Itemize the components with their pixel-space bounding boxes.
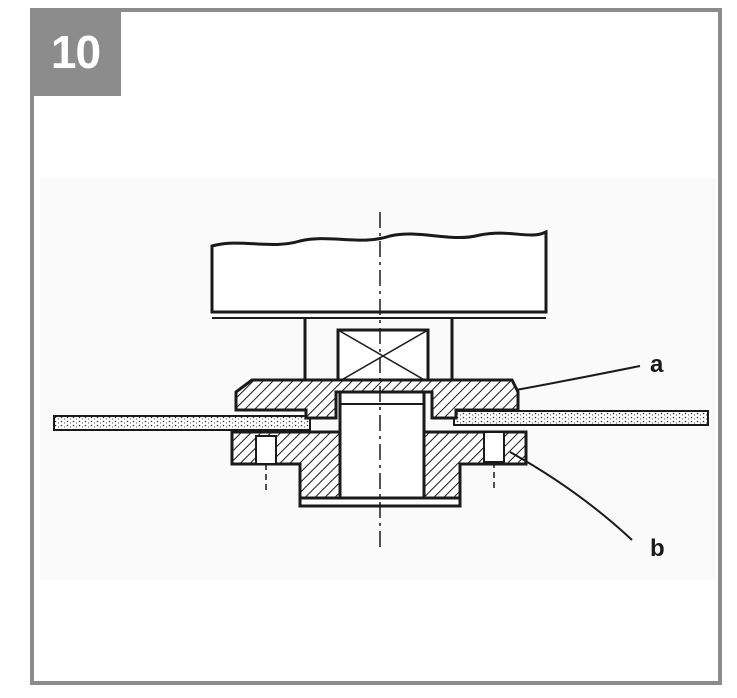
bolt-hole-left — [255, 435, 277, 465]
figure-number-badge: 10 — [30, 8, 121, 96]
shaft-housing — [303, 318, 454, 384]
cutting-blade-right — [453, 410, 709, 426]
callout-b: b — [650, 535, 665, 562]
upper-flange — [234, 378, 520, 420]
cutting-blade-left — [53, 415, 311, 431]
drive-shaft — [338, 390, 426, 500]
leader-line-a — [515, 365, 641, 391]
bolt-hole-right — [483, 431, 505, 463]
leader-line-b — [509, 451, 633, 541]
callout-a: a — [650, 351, 664, 378]
motor-housing — [210, 229, 548, 314]
